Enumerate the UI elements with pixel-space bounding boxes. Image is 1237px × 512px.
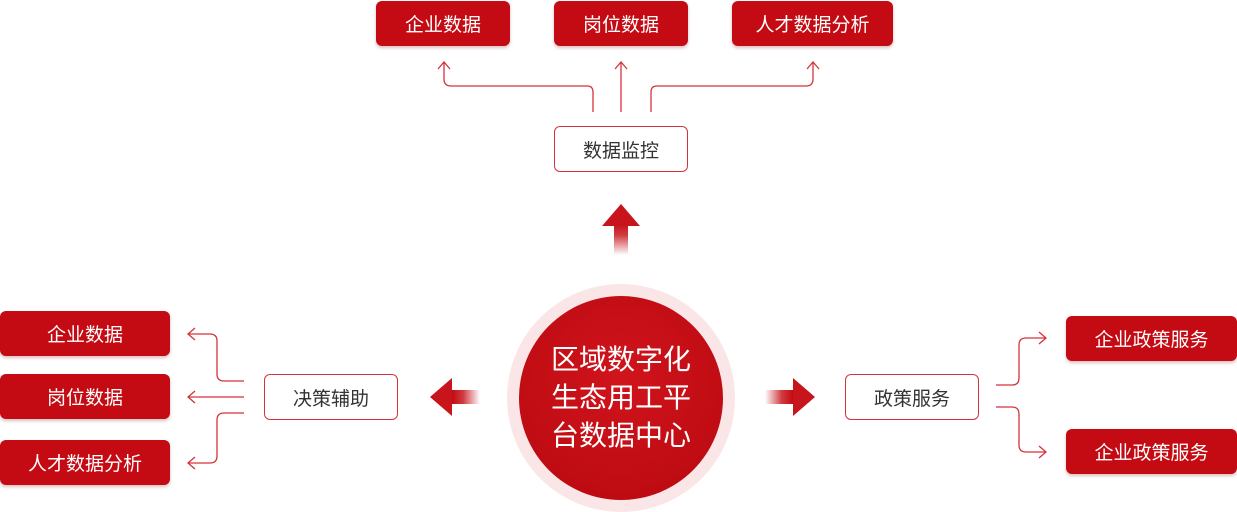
top-branch-lines	[437, 61, 820, 112]
right-item-label: 企业政策服务	[1094, 442, 1209, 464]
left-item-talent-analysis[interactable]: 人才数据分析	[0, 440, 170, 485]
top-item-label: 岗位数据	[582, 14, 659, 36]
right-item-enterprise-policy-2[interactable]: 企业政策服务	[1066, 429, 1237, 474]
right-item-enterprise-policy-1[interactable]: 企业政策服务	[1066, 316, 1237, 361]
left-item-label: 岗位数据	[46, 387, 123, 409]
top-item-position-data[interactable]: 岗位数据	[554, 1, 688, 46]
decision-support-box[interactable]: 决策辅助	[264, 374, 398, 420]
top-item-talent-analysis[interactable]: 人才数据分析	[732, 1, 893, 46]
top-item-label: 企业数据	[404, 14, 481, 36]
hub-title-line-2: 生态用工平	[550, 381, 691, 414]
data-monitoring-box[interactable]: 数据监控	[554, 126, 688, 172]
up-arrow	[602, 204, 640, 255]
left-item-position-data[interactable]: 岗位数据	[0, 374, 170, 419]
right-item-label: 企业政策服务	[1094, 329, 1209, 351]
data-center-hub[interactable]: 区域数字化 生态用工平 台数据中心	[519, 296, 723, 500]
left-item-label: 人才数据分析	[27, 453, 142, 475]
right-arrow	[765, 378, 815, 416]
decision-support-label: 决策辅助	[292, 387, 369, 410]
left-arrow	[430, 378, 480, 416]
top-item-label: 人才数据分析	[755, 14, 870, 36]
left-branch-lines	[187, 327, 244, 470]
hub-title-line-3: 台数据中心	[550, 419, 691, 452]
left-item-enterprise-data[interactable]: 企业数据	[0, 311, 170, 356]
right-branch-lines	[996, 331, 1047, 459]
policy-service-label: 政策服务	[873, 387, 950, 410]
policy-service-box[interactable]: 政策服务	[845, 374, 979, 420]
left-item-label: 企业数据	[46, 324, 123, 346]
data-monitoring-label: 数据监控	[582, 139, 659, 162]
top-item-enterprise-data[interactable]: 企业数据	[376, 1, 510, 46]
hub-title-line-1: 区域数字化	[550, 343, 691, 376]
